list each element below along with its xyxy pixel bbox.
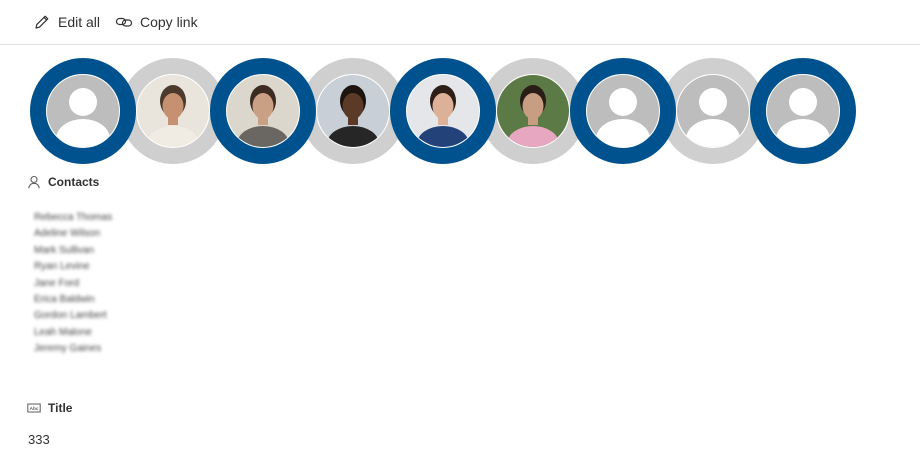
contact-item: Jane Ford — [34, 277, 80, 289]
person-photo-avatar — [227, 75, 299, 147]
placeholder-avatar-icon — [767, 75, 839, 147]
edit-all-button[interactable]: Edit all — [33, 11, 100, 33]
title-value: 333 — [28, 432, 50, 447]
blue-ring — [30, 58, 136, 164]
contact-item: Erica Baldwin — [34, 293, 95, 305]
title-label: Title — [48, 401, 73, 415]
person-icon — [28, 175, 40, 189]
link-icon — [115, 17, 133, 27]
contacts-field-header: Contacts — [27, 175, 99, 189]
text-field-icon: Abc — [27, 403, 41, 413]
person-photo-avatar — [137, 75, 209, 147]
blue-ring — [390, 58, 496, 164]
contact-item: Jeremy Gaines — [34, 343, 102, 355]
people-banner — [30, 58, 856, 164]
contacts-label: Contacts — [48, 175, 100, 189]
pencil-icon — [35, 15, 49, 29]
blue-ring — [750, 58, 856, 164]
edit-all-label: Edit all — [58, 14, 101, 30]
placeholder-avatar-icon — [47, 75, 119, 147]
contact-item: Leah Malone — [34, 326, 92, 338]
contact-item: Rebecca Thomas — [34, 212, 113, 223]
blue-ring — [210, 58, 316, 164]
person-photo-avatar — [497, 75, 569, 147]
contact-item: Gordon Lambert — [34, 310, 107, 322]
copy-link-button[interactable]: Copy link — [115, 11, 198, 33]
blue-ring — [570, 58, 676, 164]
command-bar: Edit all Copy link — [0, 0, 920, 45]
placeholder-avatar-icon — [587, 75, 659, 147]
contact-item: Adeline Wilson — [34, 228, 101, 240]
svg-text:Abc: Abc — [30, 406, 39, 411]
contact-item: Ryan Levine — [34, 261, 90, 273]
title-field-header: Abc Title — [27, 401, 72, 415]
person-photo-avatar — [407, 75, 479, 147]
copy-link-label: Copy link — [140, 14, 198, 30]
contact-item: Mark Sullivan — [34, 244, 95, 256]
person-photo-avatar — [317, 75, 389, 147]
placeholder-avatar-icon — [677, 75, 749, 147]
